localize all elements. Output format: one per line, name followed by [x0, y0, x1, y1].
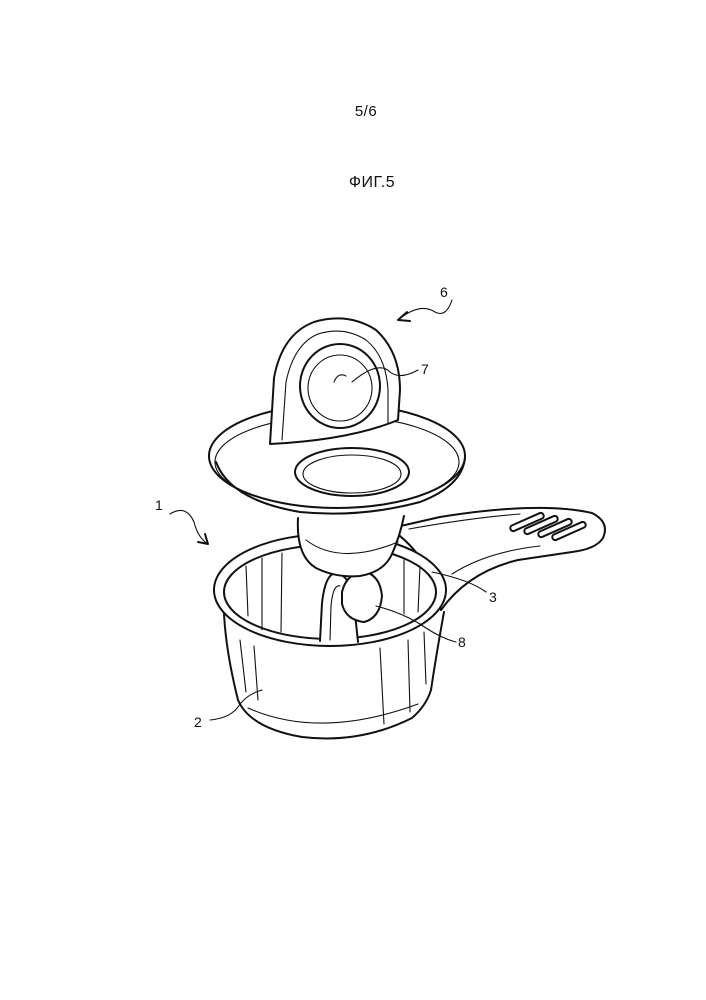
- label-6: 6: [440, 284, 448, 300]
- spout-tip: [342, 571, 382, 622]
- cup: [214, 508, 605, 739]
- label-8: 8: [458, 634, 466, 650]
- label-2: 2: [194, 714, 202, 730]
- label-1: 1: [155, 497, 163, 513]
- label-3: 3: [489, 589, 497, 605]
- label-7: 7: [421, 361, 429, 377]
